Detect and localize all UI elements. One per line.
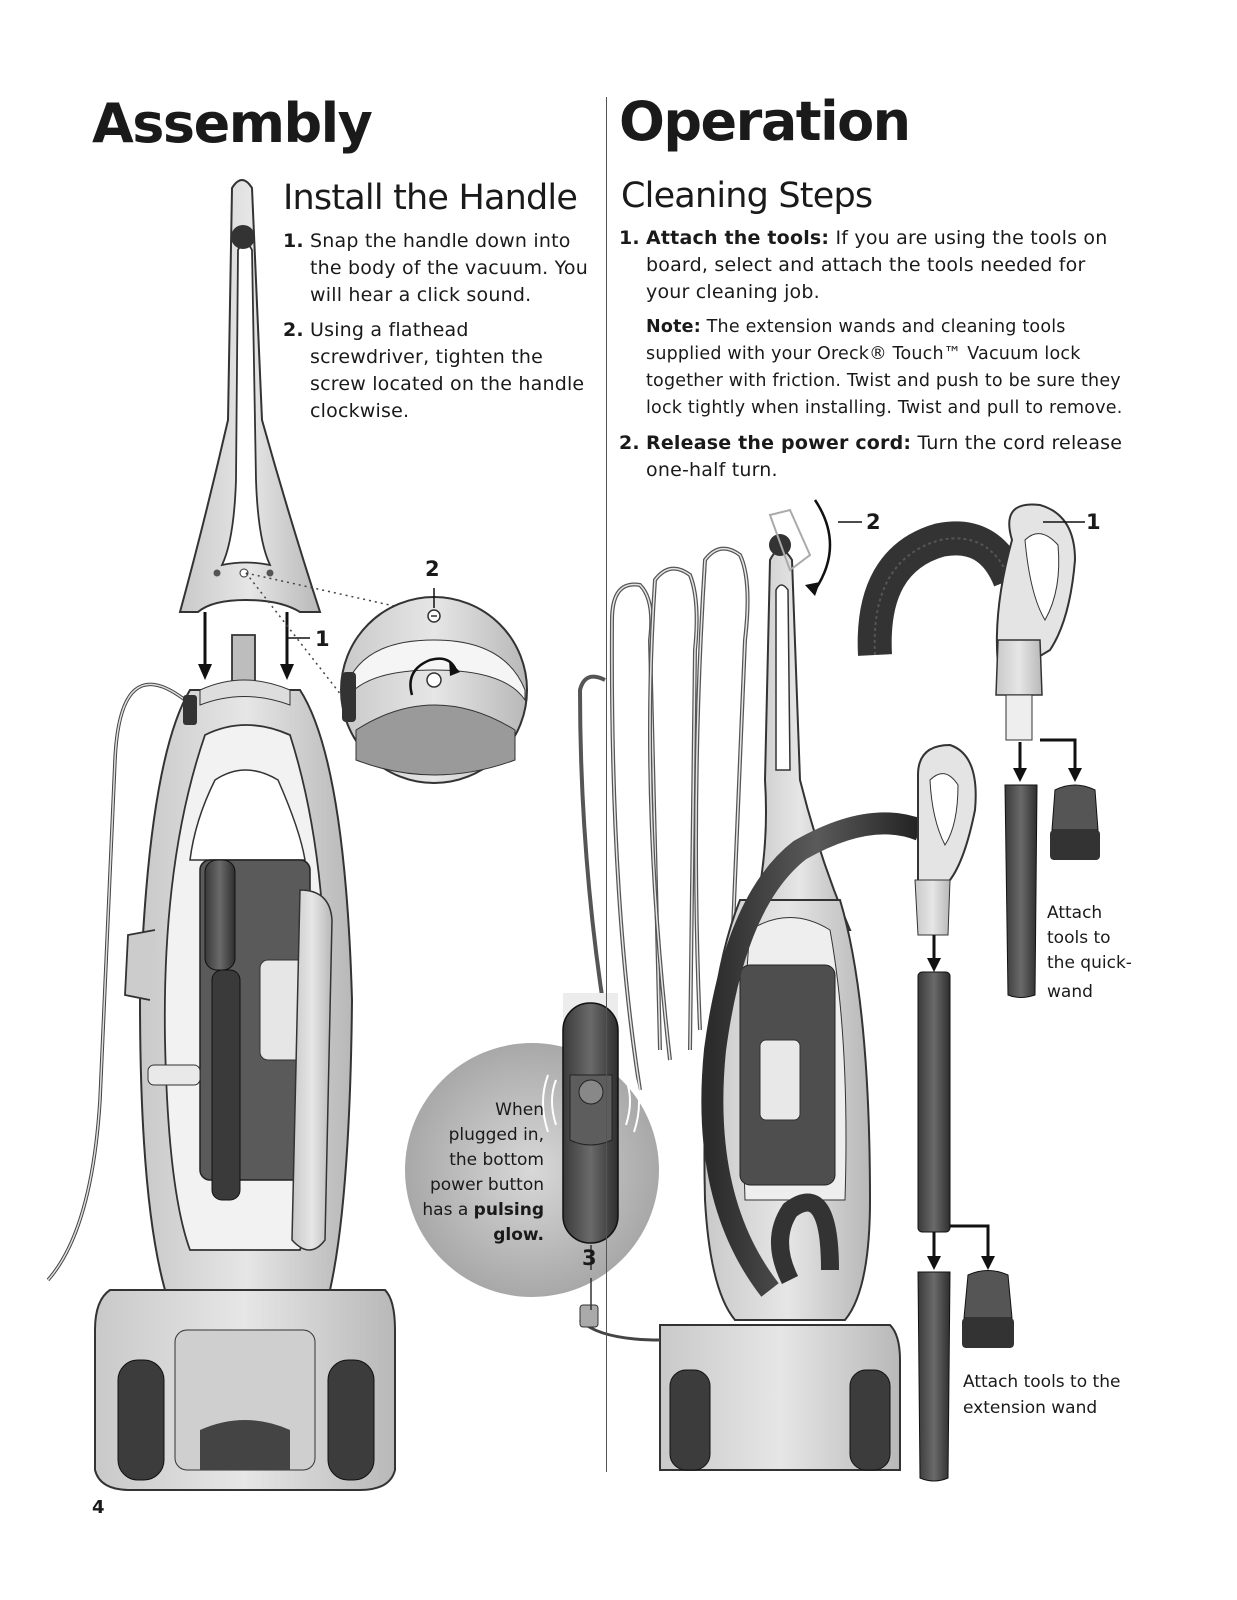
caption-emphasis: glow. [493, 1225, 544, 1245]
assembly-step-2: 2. Using a flathead screwdriver, tighten… [283, 317, 593, 425]
friction-note: Note: The extension wands and cleaning t… [619, 314, 1124, 422]
note-text: The extension wands and cleaning tools s… [646, 317, 1123, 418]
power-button-zoom-circle [405, 993, 659, 1310]
caption-line: has a pulsing [404, 1198, 544, 1223]
assembly-steps: 1. Snap the handle down into the body of… [283, 228, 593, 425]
step-text: Turn the cord release one-half turn. [646, 432, 1123, 481]
step-lead: Attach the tools: [646, 227, 830, 249]
operation-steps: 1. Attach the tools: If you are using th… [619, 225, 1124, 484]
hose-quick-wand-illustration [857, 503, 1100, 998]
step-text: Using a flathead screwdriver, tighten th… [310, 319, 585, 422]
cleaning-steps-title: Cleaning Steps [621, 176, 873, 216]
page-number: 4 [92, 1497, 105, 1518]
step-text: If you are using the tools on board, sel… [646, 227, 1108, 303]
caption-line: Attach tools to the [963, 1372, 1121, 1392]
assembly-step-1: 1. Snap the handle down into the body of… [283, 228, 593, 309]
step-text: Snap the handle down into the body of th… [310, 230, 588, 306]
caption-line: tools to [1047, 928, 1111, 948]
caption-emphasis: pulsing [473, 1200, 544, 1220]
step-number: 2. [619, 432, 640, 454]
caption-line: When [495, 1100, 544, 1120]
note-lead: Note: [646, 317, 701, 337]
caption-line: power button [429, 1175, 544, 1195]
operation-step-1: 1. Attach the tools: If you are using th… [619, 225, 1124, 306]
extension-wand-illustration [914, 743, 1014, 1482]
step-number: 1. [619, 227, 640, 249]
step-number: 2. [283, 319, 304, 341]
step-number: 1. [283, 230, 304, 252]
callout-3: 3 [582, 1246, 597, 1270]
operation-step-2: 2. Release the power cord: Turn the cord… [619, 430, 1124, 484]
callout-1-left: 1 [315, 627, 330, 651]
caption-line: the bottom [449, 1150, 544, 1170]
caption-line: the quick- [1047, 953, 1132, 973]
operation-title: Operation [619, 90, 911, 153]
power-button-caption: When plugged in, the bottom power button… [404, 1098, 544, 1248]
caption-line: extension wand [963, 1398, 1098, 1418]
caption-text: has a [422, 1200, 474, 1220]
callout-1-right: 1 [1086, 510, 1101, 534]
assembly-title: Assembly [92, 92, 373, 155]
caption-line: plugged in, [448, 1125, 544, 1145]
quick-wand-caption: Attach tools to the quick- wand [1047, 901, 1132, 1005]
step-lead: Release the power cord: [646, 432, 912, 454]
callout-2-right: 2 [866, 510, 881, 534]
caption-line: Attach [1047, 903, 1103, 923]
screw-zoom-circle [245, 572, 528, 784]
caption-line: glow. [404, 1223, 544, 1248]
handle-illustration [178, 179, 322, 680]
column-divider [606, 97, 607, 1472]
vacuum-body-left [46, 634, 396, 1491]
extension-wand-caption: Attach tools to the extension wand [963, 1369, 1120, 1421]
callout-2-left: 2 [425, 557, 440, 581]
vacuum-body-right [577, 499, 925, 1471]
install-handle-title: Install the Handle [283, 178, 578, 218]
caption-line: wand [1047, 982, 1093, 1002]
